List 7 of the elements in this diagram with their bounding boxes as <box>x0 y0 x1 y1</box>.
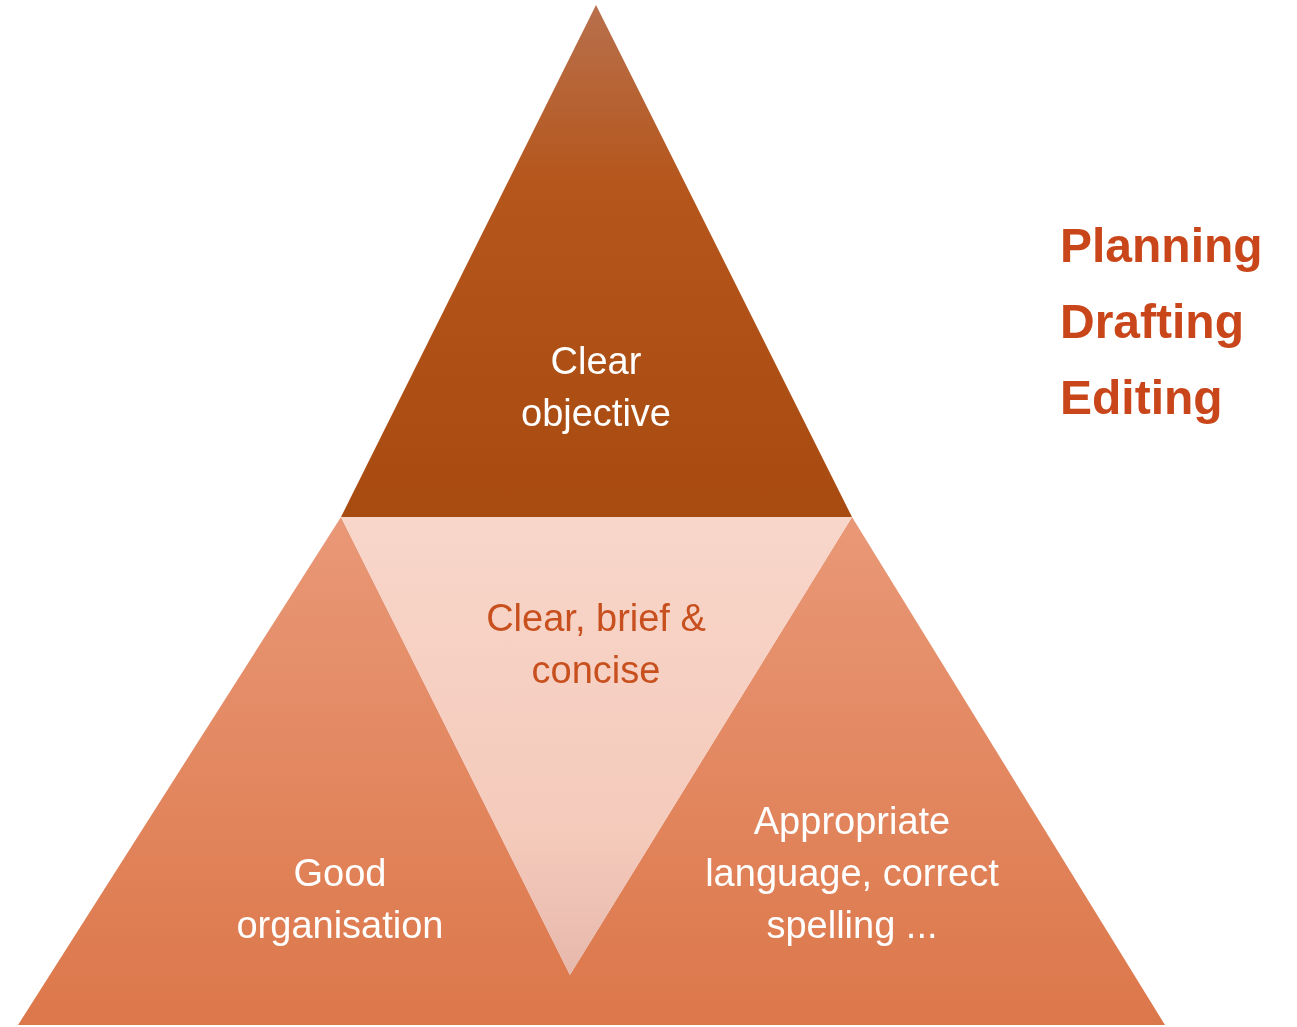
node-text: Clear objective <box>520 339 672 436</box>
stage-label: Planning <box>1060 218 1263 274</box>
node-text: Appropriate language, correct spelling ... <box>704 799 1000 948</box>
stage-label: Drafting <box>1060 294 1244 350</box>
node-text: Good organisation <box>235 851 445 948</box>
node-text: Clear, brief & concise <box>485 596 707 693</box>
stage-label: Editing <box>1060 370 1223 426</box>
